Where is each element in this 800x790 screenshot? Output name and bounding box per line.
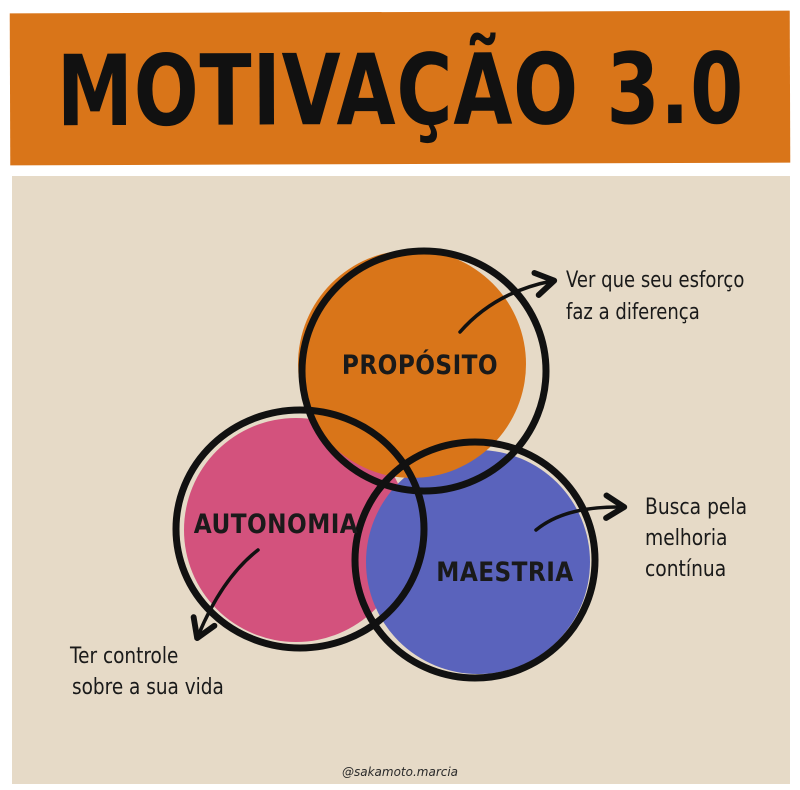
- autonomia-outline: [172, 406, 428, 652]
- maestria-annotation-line-2: melhoria: [645, 525, 728, 551]
- autonomia-fill: [184, 418, 408, 642]
- proposito-label: PROPÓSITO: [342, 348, 498, 380]
- maestria-outline: [351, 438, 599, 682]
- proposito-outline: [298, 247, 550, 495]
- autonomia-label: AUTONOMIA: [194, 508, 358, 539]
- proposito-arrow-icon: [458, 270, 558, 334]
- circle-outlines: [172, 247, 599, 682]
- maestria-annotation-line-3: contínua: [645, 556, 726, 582]
- author-credit: @sakamoto.marcia: [342, 765, 458, 779]
- proposito-annotation-line-1: Ver que seu esforço: [566, 266, 744, 292]
- proposito-annotation-line-2: faz a diferença: [566, 298, 700, 324]
- maestria-arrow-icon: [534, 492, 628, 532]
- maestria-annotation: Busca pela melhoria contínua: [645, 494, 747, 582]
- autonomia-annotation-line-1: Ter controle: [69, 642, 178, 668]
- maestria-label: MAESTRIA: [436, 556, 573, 587]
- autonomia-annotation: Ter controle sobre a sua vida: [69, 642, 224, 699]
- autonomia-arrow-icon: [190, 548, 260, 642]
- maestria-annotation-line-1: Busca pela: [645, 494, 747, 520]
- autonomia-annotation-line-2: sobre a sua vida: [72, 673, 224, 699]
- proposito-annotation: Ver que seu esforço faz a diferença: [566, 266, 744, 324]
